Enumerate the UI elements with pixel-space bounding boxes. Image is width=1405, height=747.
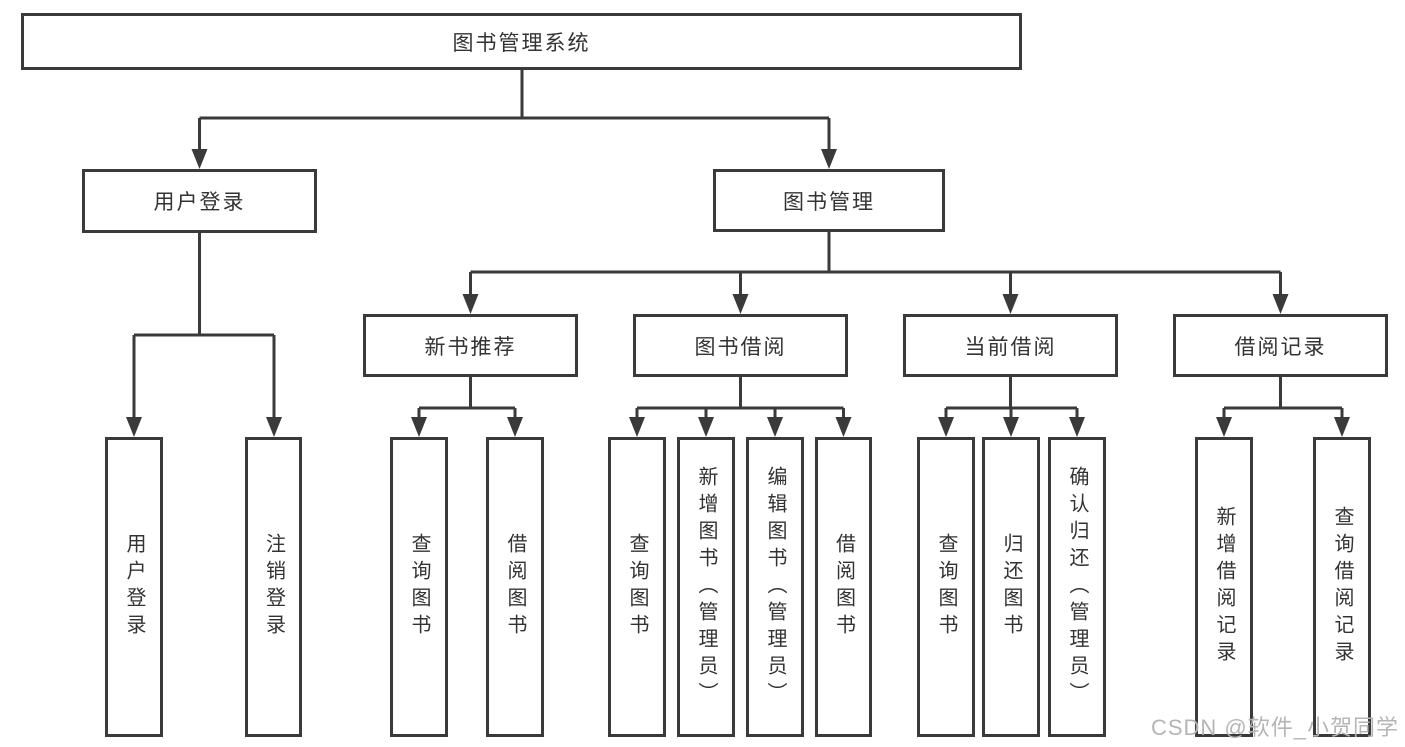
leaf-query-books-2-label: 查询图书 xyxy=(626,533,648,641)
node-library-management-system: 图书管理系统 xyxy=(21,13,1022,70)
leaf-query-books-3-label: 查询图书 xyxy=(935,533,957,641)
node-user-login-label: 用户登录 xyxy=(153,191,246,214)
leaf-add-books-admin-label: 新增图书（管理员） xyxy=(695,465,717,709)
leaf-query-books-2: 查询图书 xyxy=(608,437,666,737)
leaf-borrow-books-2-label: 借阅图书 xyxy=(832,533,855,641)
leaf-return-books: 归还图书 xyxy=(982,437,1040,737)
node-current-borrow: 当前借阅 xyxy=(903,314,1118,377)
node-library-management-system-label: 图书管理系统 xyxy=(452,31,591,55)
node-book-borrow-label: 图书借阅 xyxy=(694,335,787,359)
leaf-user-login: 用户登录 xyxy=(105,437,163,737)
node-borrow-records-label: 借阅记录 xyxy=(1234,335,1327,359)
leaf-edit-books-admin: 编辑图书（管理员） xyxy=(746,437,804,737)
leaf-logout: 注销登录 xyxy=(245,437,302,737)
node-borrow-records: 借阅记录 xyxy=(1173,314,1388,377)
leaf-add-borrow-record: 新增借阅记录 xyxy=(1195,437,1253,737)
leaf-return-books-label: 归还图书 xyxy=(1000,533,1022,641)
csdn-watermark: CSDN @软件_小贺同学 xyxy=(1150,715,1399,740)
leaf-query-borrow-record: 查询借阅记录 xyxy=(1313,437,1371,737)
node-new-book-recommend-label: 新书推荐 xyxy=(424,335,517,359)
leaf-add-books-admin: 新增图书（管理员） xyxy=(677,437,735,737)
leaf-edit-books-admin-label: 编辑图书（管理员） xyxy=(764,465,786,709)
leaf-query-books-1: 查询图书 xyxy=(390,437,448,737)
node-new-book-recommend: 新书推荐 xyxy=(363,314,578,377)
leaf-add-borrow-record-label: 新增借阅记录 xyxy=(1213,506,1235,668)
leaf-query-books-3: 查询图书 xyxy=(917,437,975,737)
node-current-borrow-label: 当前借阅 xyxy=(964,335,1057,359)
leaf-user-login-label: 用户登录 xyxy=(123,533,145,641)
leaf-borrow-books-1: 借阅图书 xyxy=(486,437,544,737)
leaf-query-books-1-label: 查询图书 xyxy=(408,533,430,641)
node-book-borrow: 图书借阅 xyxy=(633,314,848,377)
node-user-login: 用户登录 xyxy=(82,169,317,233)
leaf-borrow-books-1-label: 借阅图书 xyxy=(504,533,526,641)
leaf-confirm-return-admin: 确认归还（管理员） xyxy=(1048,437,1106,737)
leaf-logout-label: 注销登录 xyxy=(262,533,285,641)
node-book-management-label: 图书管理 xyxy=(783,190,875,214)
leaf-confirm-return-admin-label: 确认归还（管理员） xyxy=(1066,465,1088,709)
leaf-borrow-books-2: 借阅图书 xyxy=(815,437,872,737)
leaf-query-borrow-record-label: 查询借阅记录 xyxy=(1331,506,1353,668)
node-book-management: 图书管理 xyxy=(713,169,945,232)
